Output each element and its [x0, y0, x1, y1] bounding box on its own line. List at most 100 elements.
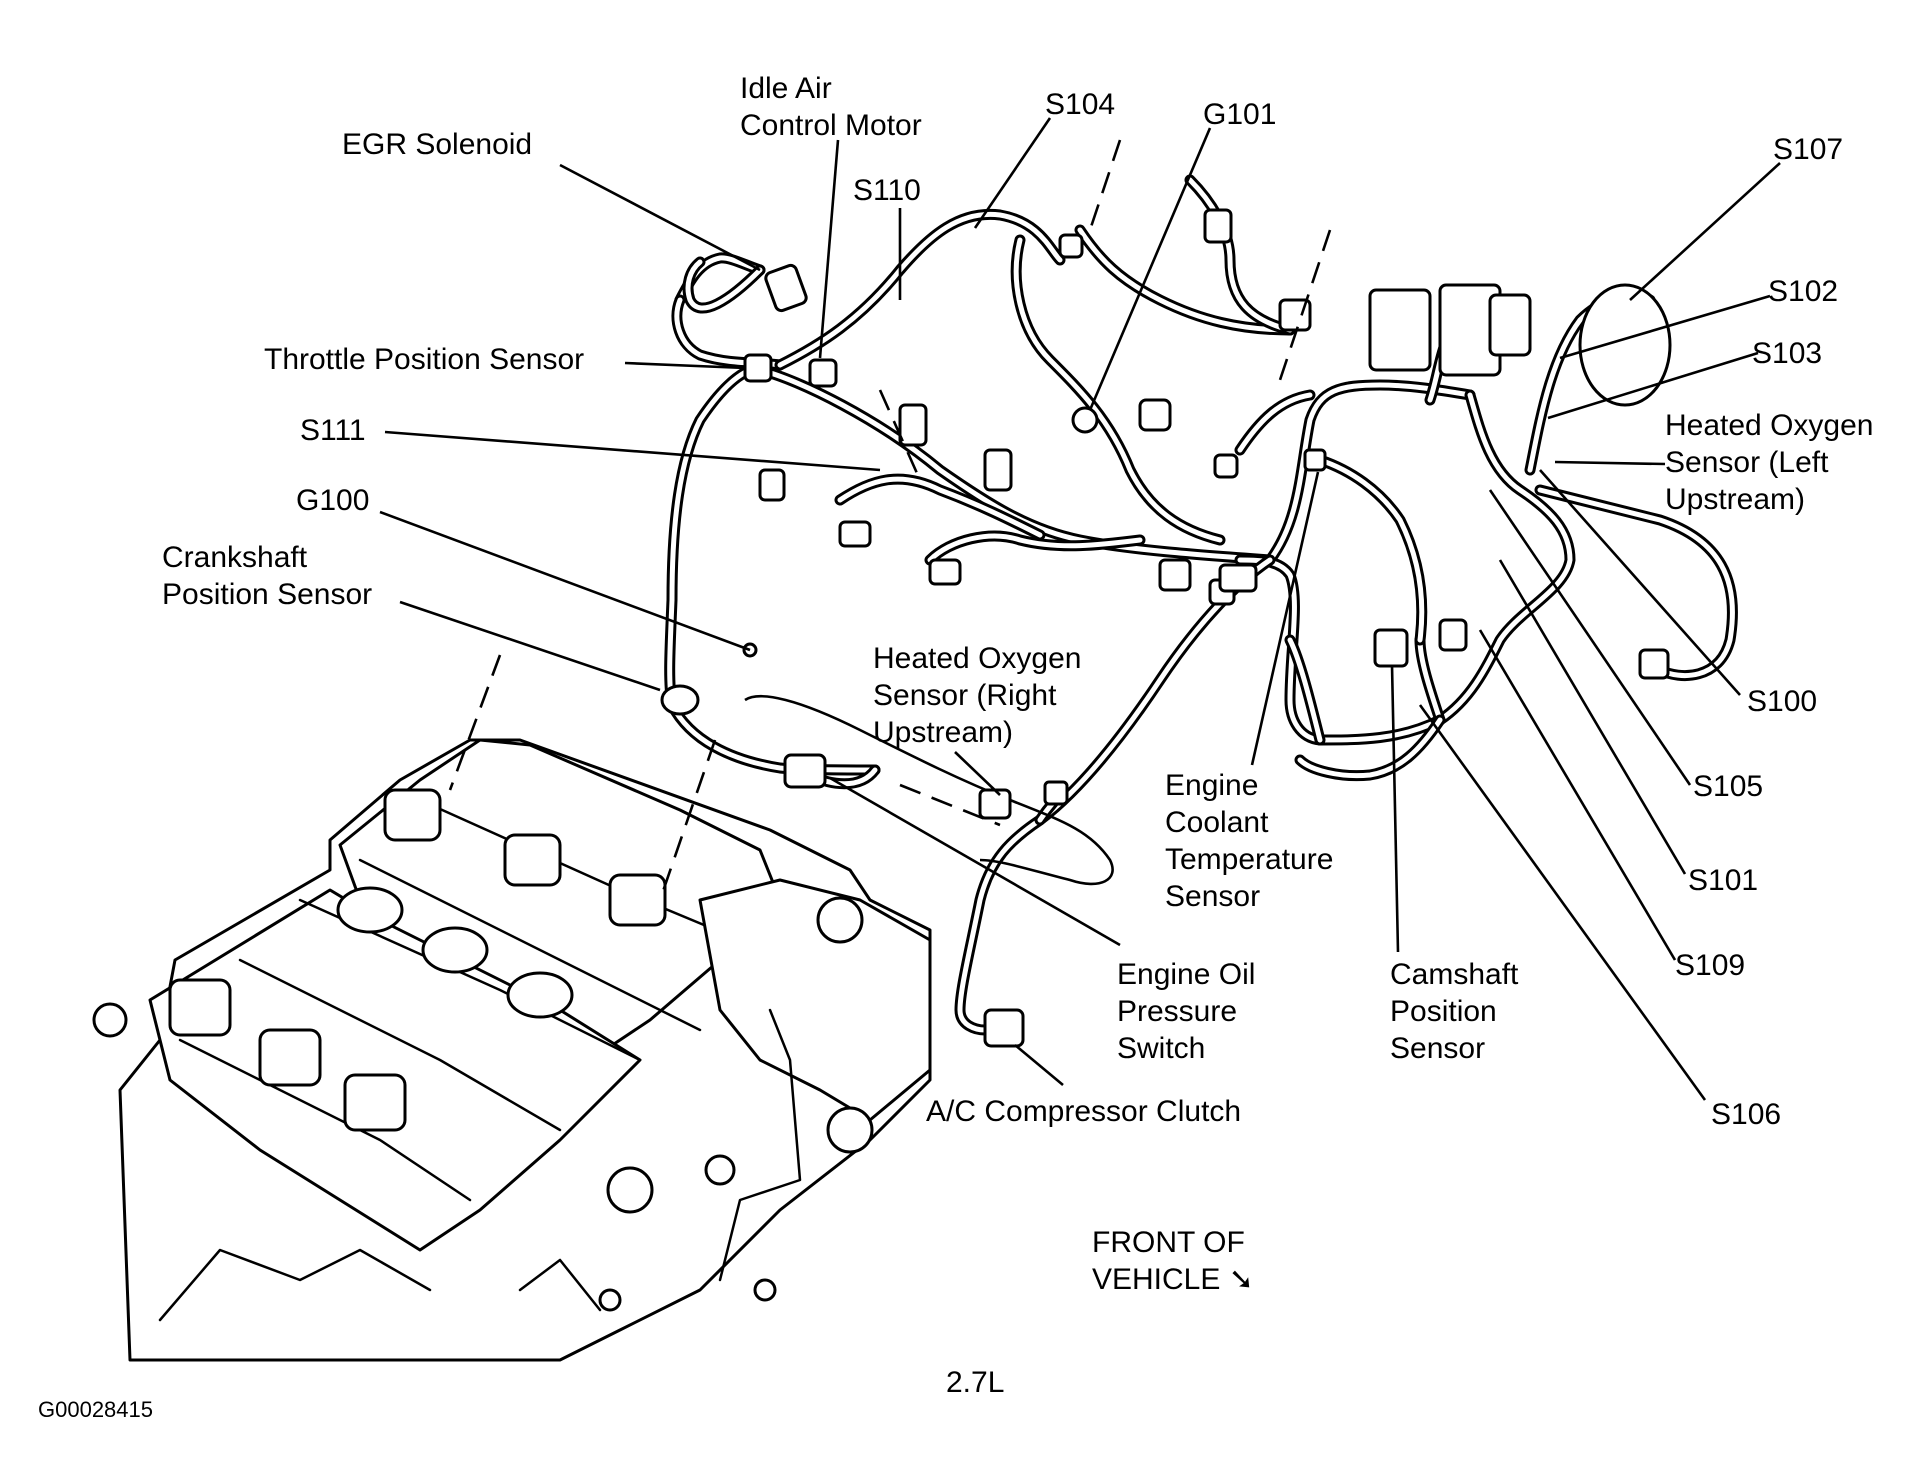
- egr-solenoid-connector: [764, 263, 808, 313]
- s109-leader: [1478, 629, 1677, 961]
- s111-leader: [384, 430, 881, 472]
- connector: [1138, 398, 1172, 432]
- camshaft-line2: Position: [1390, 995, 1497, 1028]
- ac-clutch-connector: [983, 1008, 1025, 1048]
- connector-block: [1488, 293, 1532, 357]
- s101-label: S101: [1688, 864, 1759, 897]
- ho2s-right-leader: [954, 751, 1001, 796]
- engine-oil-pressure-switch-label: Engine Oil Pressure Switch: [1117, 956, 1255, 1067]
- connector-block: [1368, 288, 1432, 372]
- g101-label: G101: [1203, 98, 1277, 131]
- ect-line4: Sensor: [1165, 880, 1261, 913]
- s111-label: S111: [300, 414, 366, 447]
- idle-air-label-line2: Control Motor: [740, 109, 922, 142]
- oil-pressure-leader: [829, 776, 1121, 947]
- ho2s-right-line3: Upstream): [873, 716, 1014, 749]
- idle-air-control-motor-label: Idle Air Control Motor: [740, 70, 922, 144]
- coil-pack: [383, 788, 442, 842]
- connector: [1058, 233, 1084, 259]
- s102-leader: [1559, 294, 1771, 360]
- ect-line1: Engine: [1165, 769, 1259, 802]
- engine-block-illustration: [92, 738, 932, 1362]
- leader-lines: [379, 117, 1781, 1101]
- ect-leader: [1250, 471, 1320, 766]
- coil-pack: [608, 873, 667, 927]
- ect-line3: Temperature: [1165, 843, 1334, 876]
- g101-leader: [1088, 127, 1212, 411]
- idle-air-leader: [818, 139, 840, 359]
- crankshaft-line2: Position Sensor: [162, 578, 373, 611]
- injector-connector: [928, 558, 962, 586]
- injector-connector: [898, 403, 928, 447]
- connector: [1438, 618, 1468, 652]
- throttle-position-connector: [743, 353, 773, 383]
- throttle-position-leader: [624, 361, 746, 370]
- left-ho2s-connector: [1638, 648, 1670, 680]
- g100-label: G100: [296, 484, 370, 517]
- ac-compressor-clutch-label: A/C Compressor Clutch: [926, 1095, 1242, 1128]
- front-line2-text: VEHICLE: [1092, 1263, 1221, 1296]
- s106-label: S106: [1711, 1098, 1782, 1131]
- s103-label: S103: [1752, 337, 1823, 370]
- egr-solenoid-leader: [559, 163, 761, 272]
- front-line2: VEHICLE ➘: [1092, 1261, 1254, 1298]
- s107-label: S107: [1773, 133, 1844, 166]
- s105-label: S105: [1693, 770, 1764, 803]
- s102-label: S102: [1768, 275, 1839, 308]
- oil-line2: Pressure: [1117, 995, 1238, 1028]
- ho2s-left-upstream-label: Heated Oxygen Sensor (Left Upstream): [1665, 407, 1873, 518]
- s105-leader: [1488, 489, 1692, 786]
- oil-pressure-connector: [783, 753, 827, 789]
- figure-id-label: G00028415: [38, 1397, 153, 1422]
- injector-connector: [983, 448, 1013, 492]
- front-line1: FRONT OF: [1092, 1226, 1245, 1259]
- crankshaft-line1: Crankshaft: [162, 541, 308, 574]
- camshaft-position-connector: [1373, 628, 1409, 668]
- ho2s-left-line3: Upstream): [1665, 483, 1806, 516]
- coil-pack: [503, 833, 562, 887]
- egr-solenoid-label: EGR Solenoid: [342, 128, 533, 161]
- s106-leader: [1418, 704, 1707, 1101]
- ho2s-left-line1: Heated Oxygen: [1665, 409, 1874, 442]
- s103-leader: [1547, 351, 1759, 420]
- s109-label: S109: [1675, 949, 1746, 982]
- camshaft-line3: Sensor: [1390, 1032, 1486, 1065]
- ho2s-right-line1: Heated Oxygen: [873, 642, 1082, 675]
- g100-leader: [379, 510, 751, 652]
- coil-pack: [258, 1028, 322, 1087]
- front-of-vehicle-label: FRONT OF VEHICLE ➘: [1092, 1224, 1254, 1298]
- s100-label: S100: [1747, 685, 1818, 718]
- ho2s-left-leader: [1554, 460, 1666, 466]
- idle-air-label-line1: Idle Air: [740, 72, 832, 105]
- injector-connector: [838, 520, 872, 548]
- throttle-position-sensor-label: Throttle Position Sensor: [264, 343, 585, 376]
- connector: [1203, 208, 1233, 244]
- oil-line1: Engine Oil: [1117, 958, 1256, 991]
- ho2s-left-line2: Sensor (Left: [1665, 446, 1829, 479]
- connector: [1158, 558, 1192, 592]
- ect-connector: [1303, 448, 1327, 472]
- s107-leader: [1629, 162, 1781, 301]
- ac-clutch-leader: [1014, 1044, 1064, 1086]
- crankshaft-leader: [399, 600, 661, 692]
- ho2s-right-line2: Sensor (Right: [873, 679, 1057, 712]
- oil-line3: Switch: [1117, 1032, 1206, 1065]
- s110-label: S110: [853, 174, 921, 207]
- right-ho2s-connector: [978, 788, 1012, 820]
- coil-pack: [343, 1073, 407, 1132]
- engine-size-label: 2.7L: [946, 1366, 1005, 1399]
- ect-line2: Coolant: [1165, 806, 1269, 839]
- camshaft-position-sensor-label: Camshaft Position Sensor: [1390, 956, 1518, 1067]
- camshaft-leader: [1390, 664, 1400, 953]
- engine-coolant-temperature-sensor-label: Engine Coolant Temperature Sensor: [1165, 767, 1333, 915]
- front-arrow-icon: ➘: [1228, 1263, 1254, 1296]
- ho2s-right-upstream-label: Heated Oxygen Sensor (Right Upstream): [873, 640, 1081, 751]
- s100-leader: [1539, 469, 1741, 696]
- crankshaft-position-sensor-label: Crankshaft Position Sensor: [162, 539, 372, 613]
- s104-leader: [973, 117, 1052, 229]
- g101-ground: [1071, 406, 1099, 434]
- reference-lines: [448, 139, 1332, 901]
- connector-cap: [1578, 283, 1672, 407]
- connector: [1213, 453, 1239, 479]
